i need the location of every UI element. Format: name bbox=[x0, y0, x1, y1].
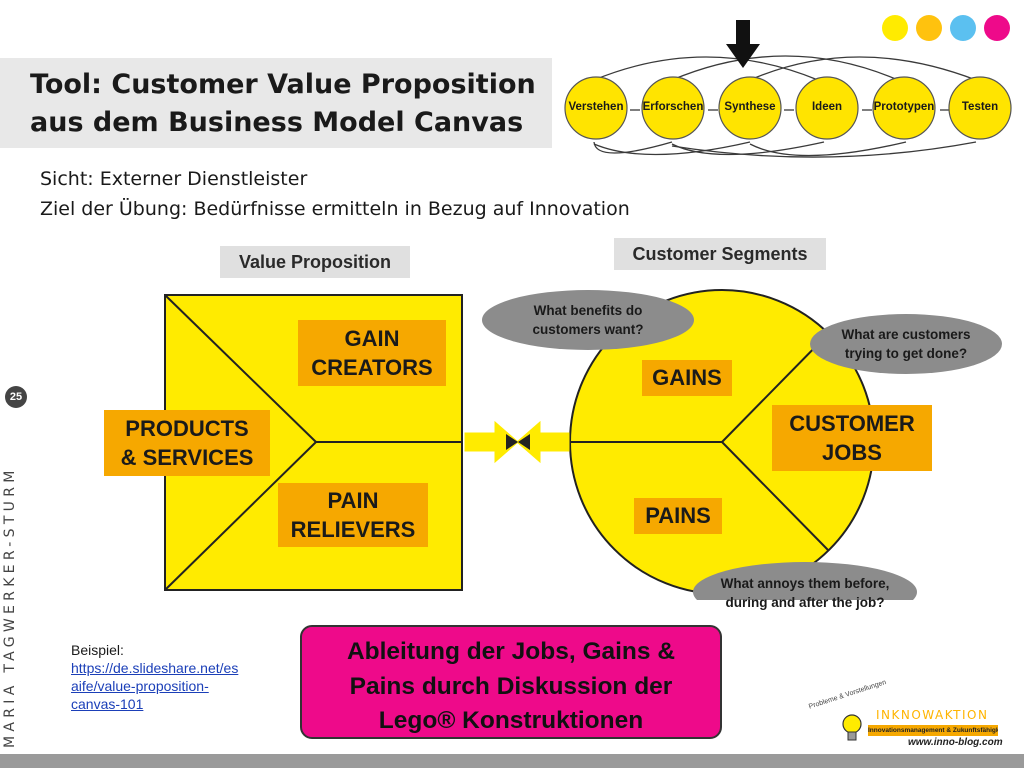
fit-arrow-left-icon bbox=[516, 420, 570, 464]
customer-jobs-box: CUSTOMER JOBS bbox=[772, 405, 932, 471]
slide-title: Tool: Customer Value Proposition aus dem… bbox=[30, 66, 550, 142]
footer-bar bbox=[0, 754, 1024, 768]
bubble-benefits bbox=[482, 290, 694, 350]
amber-dot bbox=[916, 15, 942, 41]
highlight-arrow-icon bbox=[726, 44, 760, 68]
blue-dot bbox=[950, 15, 976, 41]
pain-relievers-box: PAIN RELIEVERS bbox=[278, 483, 428, 547]
stage-testen: Testen bbox=[961, 101, 999, 113]
example-label: Beispiel: bbox=[71, 642, 124, 658]
subtitle-view: Sicht: Externer Dienstleister bbox=[40, 168, 308, 190]
customer-segments-label: Customer Segments bbox=[614, 238, 826, 270]
title-background bbox=[0, 58, 552, 148]
stage-ideen: Ideen bbox=[811, 101, 843, 113]
logo-script-text: Probleme & Vorstellungen bbox=[808, 678, 888, 711]
products-services-box: PRODUCTS & SERVICES bbox=[104, 410, 270, 476]
logo-url: www.inno-blog.com bbox=[908, 737, 1003, 748]
bubble-jobs-text: What are customers trying to get done? bbox=[841, 327, 971, 361]
author-vertical-text: MARIA TAGWERKER-STURM bbox=[2, 466, 18, 748]
gain-creators-box: GAIN CREATORS bbox=[298, 320, 446, 386]
logo-name: INKNOWAKTION bbox=[876, 708, 989, 722]
conclusion-box: Ableitung der Jobs, Gains & Pains durch … bbox=[300, 625, 722, 739]
fit-arrow-head-icon bbox=[518, 434, 530, 450]
stage-synthese: Synthese bbox=[724, 101, 776, 113]
slide-title-line2: aus dem Business Model Canvas bbox=[30, 107, 524, 138]
stage-verstehen: Verstehen bbox=[568, 101, 624, 113]
slide-title-line1: Tool: Customer Value Proposition bbox=[30, 69, 536, 100]
arrow-shaft bbox=[736, 20, 750, 46]
lightbulb-icon bbox=[842, 714, 862, 741]
bubble-jobs bbox=[810, 314, 1002, 374]
gains-box: GAINS bbox=[642, 360, 732, 396]
fit-arrow-right-icon bbox=[464, 420, 519, 464]
bubble-benefits-text: What benefits do customers want? bbox=[532, 303, 644, 337]
yellow-dot bbox=[882, 15, 908, 41]
inknowaktion-logo: Probleme & Vorstellungen INKNOWAKTION In… bbox=[808, 679, 1018, 752]
bubble-annoys-text: What annoys them before, during and afte… bbox=[720, 576, 890, 610]
slide-number-badge: 25 bbox=[5, 386, 27, 408]
magenta-dot bbox=[984, 15, 1010, 41]
example-link[interactable]: https://de.slideshare.net/es aife/value-… bbox=[71, 660, 239, 712]
subtitle-goal: Ziel der Übung: Bedürfnisse ermitteln in… bbox=[40, 198, 630, 220]
pains-box: PAINS bbox=[634, 498, 722, 534]
bubble-annoys bbox=[693, 562, 917, 600]
example-block: Beispiel: https://de.slideshare.net/es a… bbox=[71, 641, 238, 713]
value-proposition-label: Value Proposition bbox=[220, 246, 410, 278]
logo-tagline: Innovationsmanagement & Zukunftsfähigkei… bbox=[868, 725, 998, 736]
stage-prototypen: Prototypen bbox=[873, 101, 935, 113]
fit-arrow-head-icon bbox=[506, 434, 518, 450]
stage-erforschen: Erforschen bbox=[642, 101, 704, 113]
design-thinking-process bbox=[564, 20, 1012, 158]
